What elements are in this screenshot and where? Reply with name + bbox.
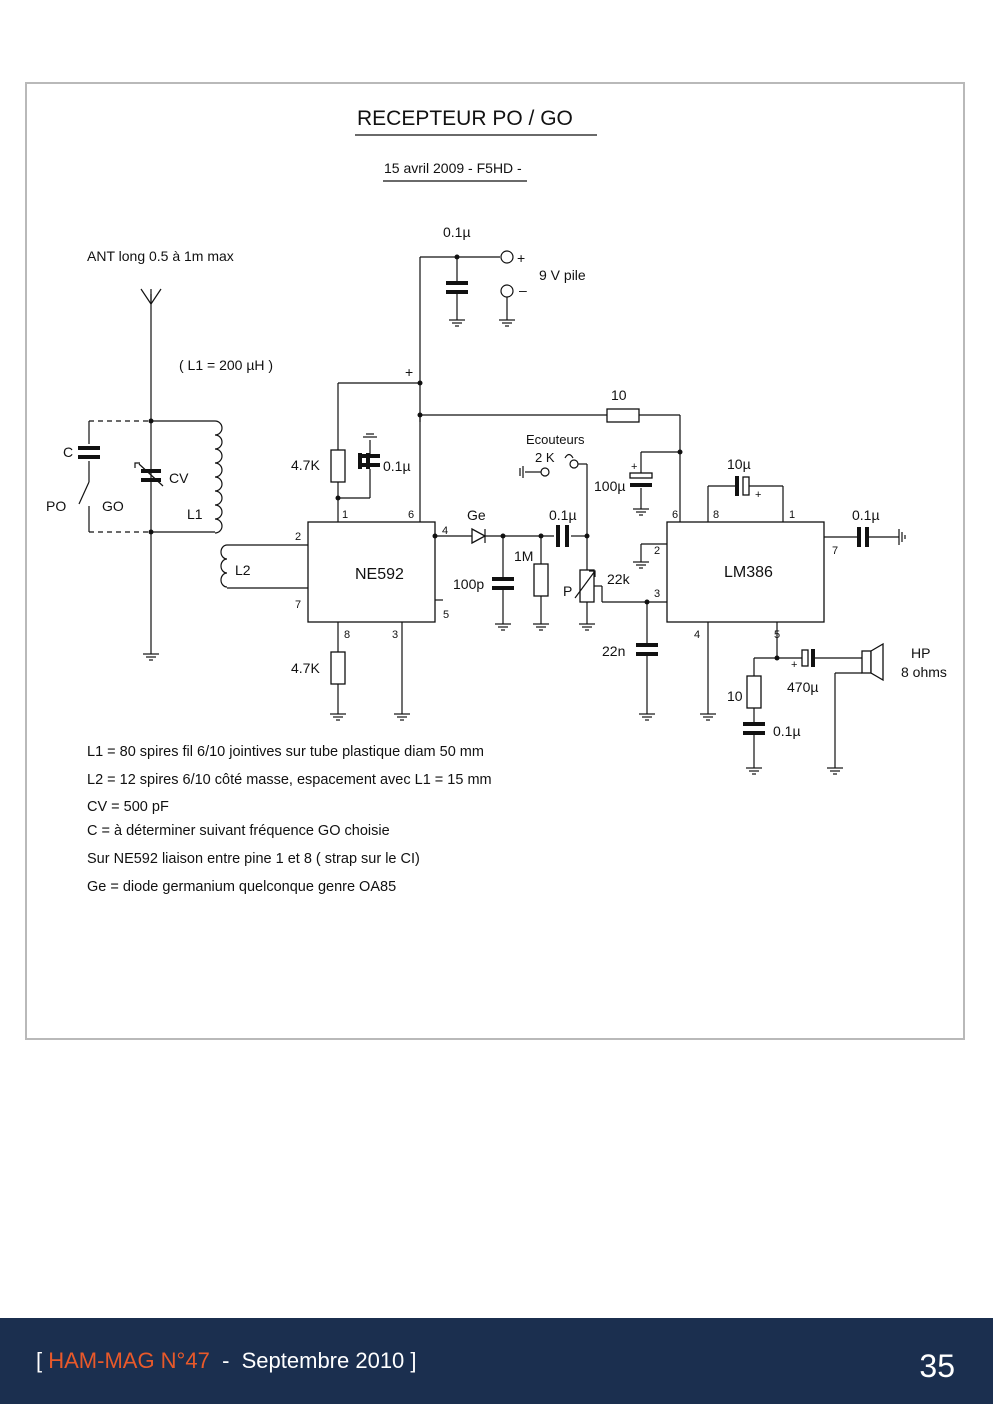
svg-text:1: 1 xyxy=(789,509,795,521)
battery-minus-terminal xyxy=(500,284,514,298)
ne592-label: NE592 xyxy=(355,566,404,583)
svg-text:2: 2 xyxy=(295,531,301,543)
po-go-switch xyxy=(78,481,90,505)
diagram-subtitle: 15 avril 2009 - F5HD - xyxy=(384,160,522,176)
svg-text:1: 1 xyxy=(342,509,348,521)
page-number: 35 xyxy=(919,1348,955,1384)
svg-text:3: 3 xyxy=(392,629,398,641)
note-cv: CV = 500 pF xyxy=(87,799,169,815)
svg-text:+: + xyxy=(791,659,797,671)
c-01-ge-label: 0.1µ xyxy=(549,507,577,523)
power-cap-label: 0.1µ xyxy=(443,224,471,240)
svg-text:4: 4 xyxy=(694,629,700,641)
r-4.7k-top xyxy=(330,449,346,483)
svg-text:8: 8 xyxy=(344,629,350,641)
ge-label: Ge xyxy=(467,507,486,523)
c-100u xyxy=(629,472,653,479)
speaker-hp xyxy=(861,642,884,682)
l1-coil xyxy=(214,420,223,534)
c-470u xyxy=(801,649,809,667)
c-01-out-label: 0.1µ xyxy=(852,507,880,523)
ecouteurs-2k-label: 2 K xyxy=(535,450,555,465)
note-l1: L1 = 80 spires fil 6/10 jointives sur tu… xyxy=(87,744,484,760)
issue-date: Septembre 2010 xyxy=(241,1348,405,1373)
note-c: C = à déterminer suivant fréquence GO ch… xyxy=(87,823,390,839)
c-01-zobel-label: 0.1µ xyxy=(773,723,801,739)
c-01-zobel-capacitor xyxy=(743,722,765,735)
svg-text:6: 6 xyxy=(672,509,678,521)
note-ge: Ge = diode germanium quelconque genre OA… xyxy=(87,879,396,895)
diagram-title: RECEPTEUR PO / GO xyxy=(357,107,573,130)
l2-coil xyxy=(220,544,228,588)
note-ne592: Sur NE592 liaison entre pine 1 et 8 ( st… xyxy=(87,851,420,867)
svg-text:8: 8 xyxy=(713,509,719,521)
svg-text:+: + xyxy=(631,461,637,473)
r-1m xyxy=(533,563,549,597)
svg-text:7: 7 xyxy=(295,599,301,611)
magazine-name: HAM-MAG N°47 xyxy=(48,1348,210,1373)
page-footer: [ HAM-MAG N°47 - Septembre 2010 ] 35 xyxy=(0,1318,993,1404)
pot-22k-label: 22k xyxy=(607,571,631,587)
note-l2: L2 = 12 spires 6/10 côté masse, espaceme… xyxy=(87,772,492,788)
go-label: GO xyxy=(102,498,124,514)
supply-plus-label: + xyxy=(405,364,413,380)
schematic-frame: RECEPTEUR PO / GO 15 avril 2009 - F5HD -… xyxy=(25,82,965,1040)
cv-label: CV xyxy=(169,470,189,486)
svg-text:7: 7 xyxy=(832,545,838,557)
po-label: PO xyxy=(46,498,66,514)
r-10-top-label: 10 xyxy=(611,387,627,403)
c-label: C xyxy=(63,444,73,460)
c-22n-capacitor xyxy=(636,643,658,656)
battery-label: 9 V pile xyxy=(539,267,586,283)
cv-variable-capacitor xyxy=(134,462,164,487)
r-1m-label: 1M xyxy=(514,548,533,564)
footer-citation: [ HAM-MAG N°47 - Septembre 2010 ] xyxy=(36,1348,417,1373)
lm386-chip xyxy=(666,521,825,623)
l2-label: L2 xyxy=(235,562,251,578)
ne592-chip xyxy=(307,521,436,623)
r-4.7k-bottom-label: 4.7K xyxy=(291,660,320,676)
r-4.7k-top-label: 4.7K xyxy=(291,457,320,473)
c-10u xyxy=(742,476,750,496)
l1-label: L1 xyxy=(187,506,203,522)
svg-text:3: 3 xyxy=(654,588,660,600)
power-decoupling-capacitor xyxy=(446,281,468,294)
svg-text:2: 2 xyxy=(654,545,660,557)
r-4.7k-bottom xyxy=(330,651,346,685)
antenna-symbol xyxy=(140,288,162,654)
c-100u-label: 100µ xyxy=(594,478,625,494)
c-01-ne-label: 0.1µ xyxy=(383,458,411,474)
r-10-top xyxy=(606,408,640,423)
svg-text:+: + xyxy=(755,489,761,501)
svg-text:5: 5 xyxy=(443,609,449,621)
pot-p-label: P xyxy=(563,583,572,599)
antenna-label: ANT long 0.5 à 1m max xyxy=(87,248,234,264)
l1-value: ( L1 = 200 µH ) xyxy=(179,357,273,373)
battery-plus-sign: + xyxy=(517,250,525,266)
hp-ohms-label: 8 ohms xyxy=(901,664,947,680)
c-capacitor xyxy=(78,446,100,459)
c-470u-label: 470µ xyxy=(787,679,818,695)
c-10u-label: 10µ xyxy=(727,456,751,472)
r-10-out-label: 10 xyxy=(727,688,743,704)
battery-minus-sign: – xyxy=(519,282,527,298)
svg-text:4: 4 xyxy=(442,525,448,537)
ecouteurs-label: Ecouteurs xyxy=(526,432,585,447)
c-100p-capacitor xyxy=(492,577,514,590)
c-100p-label: 100p xyxy=(453,576,484,592)
c-22n-label: 22n xyxy=(602,643,625,659)
c-01-out-capacitor xyxy=(857,527,869,547)
svg-text:6: 6 xyxy=(408,509,414,521)
r-10-out xyxy=(746,675,762,709)
hp-label: HP xyxy=(911,645,930,661)
battery-plus-terminal xyxy=(500,250,514,264)
lm386-label: LM386 xyxy=(724,564,773,581)
schematic-diagram: RECEPTEUR PO / GO 15 avril 2009 - F5HD -… xyxy=(46,107,947,895)
ge-diode xyxy=(471,527,487,545)
c-01-coupling-capacitor xyxy=(556,525,569,547)
